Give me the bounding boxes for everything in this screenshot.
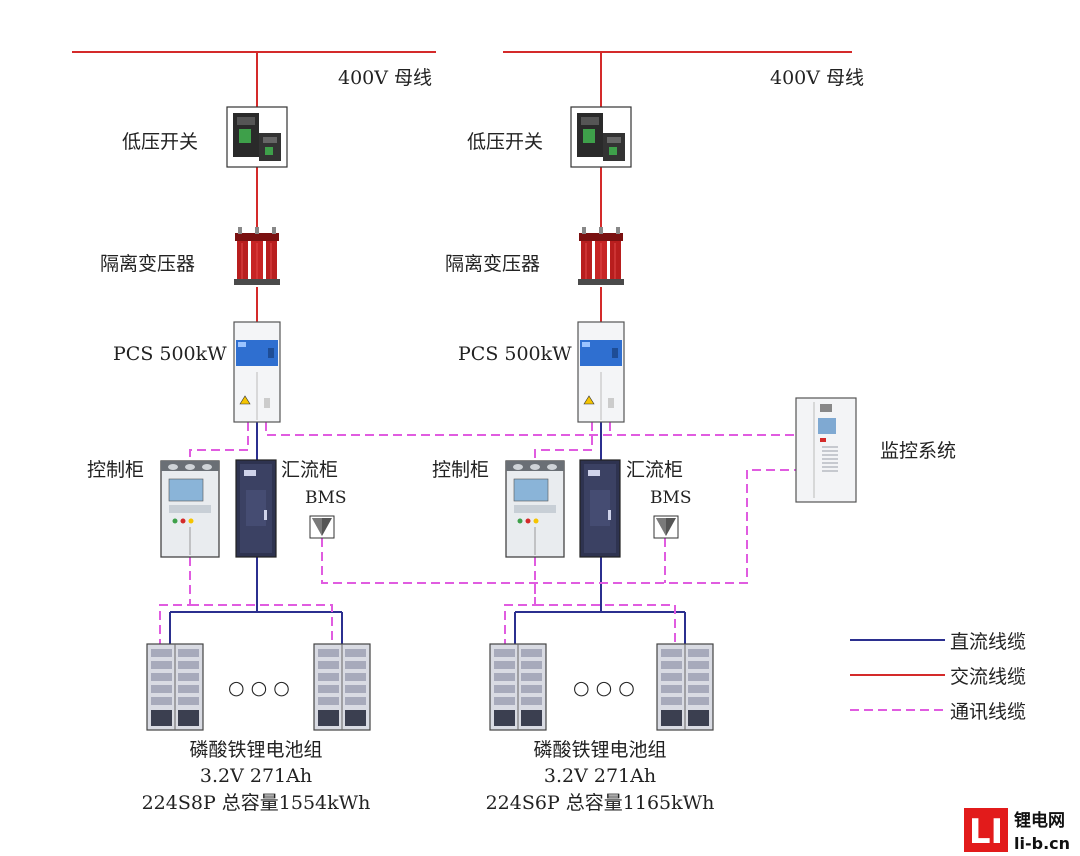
site-logo: LI 锂电网 li-b.cn bbox=[964, 808, 1070, 853]
logo-domain: li-b.cn bbox=[1014, 834, 1070, 853]
bus-label: 400V 母线 bbox=[770, 67, 864, 89]
control-cabinet bbox=[505, 460, 565, 558]
combiner-cabinet bbox=[579, 459, 621, 558]
legend-label: 直流线缆 bbox=[950, 631, 1026, 653]
battery-name: 磷酸铁锂电池组 bbox=[533, 739, 666, 761]
bms-unit bbox=[653, 515, 679, 539]
isolation-transformer bbox=[233, 226, 281, 286]
combiner-cabinet bbox=[235, 459, 277, 558]
battery-name: 磷酸铁锂电池组 bbox=[189, 739, 322, 761]
battery-ellipsis: ○ ○ ○ bbox=[573, 677, 635, 699]
low-voltage-switch bbox=[570, 106, 632, 168]
comm-cables bbox=[159, 422, 800, 645]
pcs-label: PCS 500kW bbox=[458, 343, 572, 365]
battery-cell-spec: 3.2V 271Ah bbox=[200, 765, 312, 787]
ac-cables bbox=[72, 51, 852, 322]
battery-cell-spec: 3.2V 271Ah bbox=[544, 765, 656, 787]
battery-rack bbox=[313, 643, 371, 731]
pcs-label: PCS 500kW bbox=[113, 343, 227, 365]
battery-config: 224S6P 总容量1165kWh bbox=[486, 792, 715, 814]
pcs-cabinet bbox=[577, 321, 625, 423]
switch-label: 低压开关 bbox=[122, 131, 198, 153]
bms-label: BMS bbox=[305, 488, 347, 508]
logo-name: 锂电网 bbox=[1014, 810, 1065, 831]
battery-rack bbox=[656, 643, 714, 731]
transformer-label: 隔离变压器 bbox=[100, 253, 195, 275]
legend-label: 交流线缆 bbox=[950, 666, 1026, 688]
control-cabinet-label: 控制柜 bbox=[87, 459, 144, 481]
bms-label: BMS bbox=[650, 488, 692, 508]
battery-rack bbox=[146, 643, 204, 731]
battery-rack bbox=[489, 643, 547, 731]
legend: 直流线缆 交流线缆 通讯线缆 bbox=[850, 631, 1026, 723]
control-cabinet-label: 控制柜 bbox=[432, 459, 489, 481]
dc-cables bbox=[169, 422, 686, 645]
bus-label: 400V 母线 bbox=[338, 67, 432, 89]
isolation-transformer bbox=[577, 226, 625, 286]
combiner-cabinet-label: 汇流柜 bbox=[281, 459, 338, 481]
monitoring-cabinet bbox=[795, 397, 857, 503]
switch-label: 低压开关 bbox=[467, 131, 543, 153]
control-cabinet bbox=[160, 460, 220, 558]
transformer-label: 隔离变压器 bbox=[445, 253, 540, 275]
bms-unit bbox=[309, 515, 335, 539]
legend-label: 通讯线缆 bbox=[950, 701, 1026, 723]
combiner-cabinet-label: 汇流柜 bbox=[626, 459, 683, 481]
monitoring-label: 监控系统 bbox=[880, 440, 956, 462]
logo-mark-box bbox=[964, 808, 1008, 852]
pcs-cabinet bbox=[233, 321, 281, 423]
logo-mark: LI bbox=[969, 812, 1003, 852]
battery-config: 224S8P 总容量1554kWh bbox=[142, 792, 371, 814]
low-voltage-switch bbox=[226, 106, 288, 168]
battery-ellipsis: ○ ○ ○ bbox=[228, 677, 290, 699]
